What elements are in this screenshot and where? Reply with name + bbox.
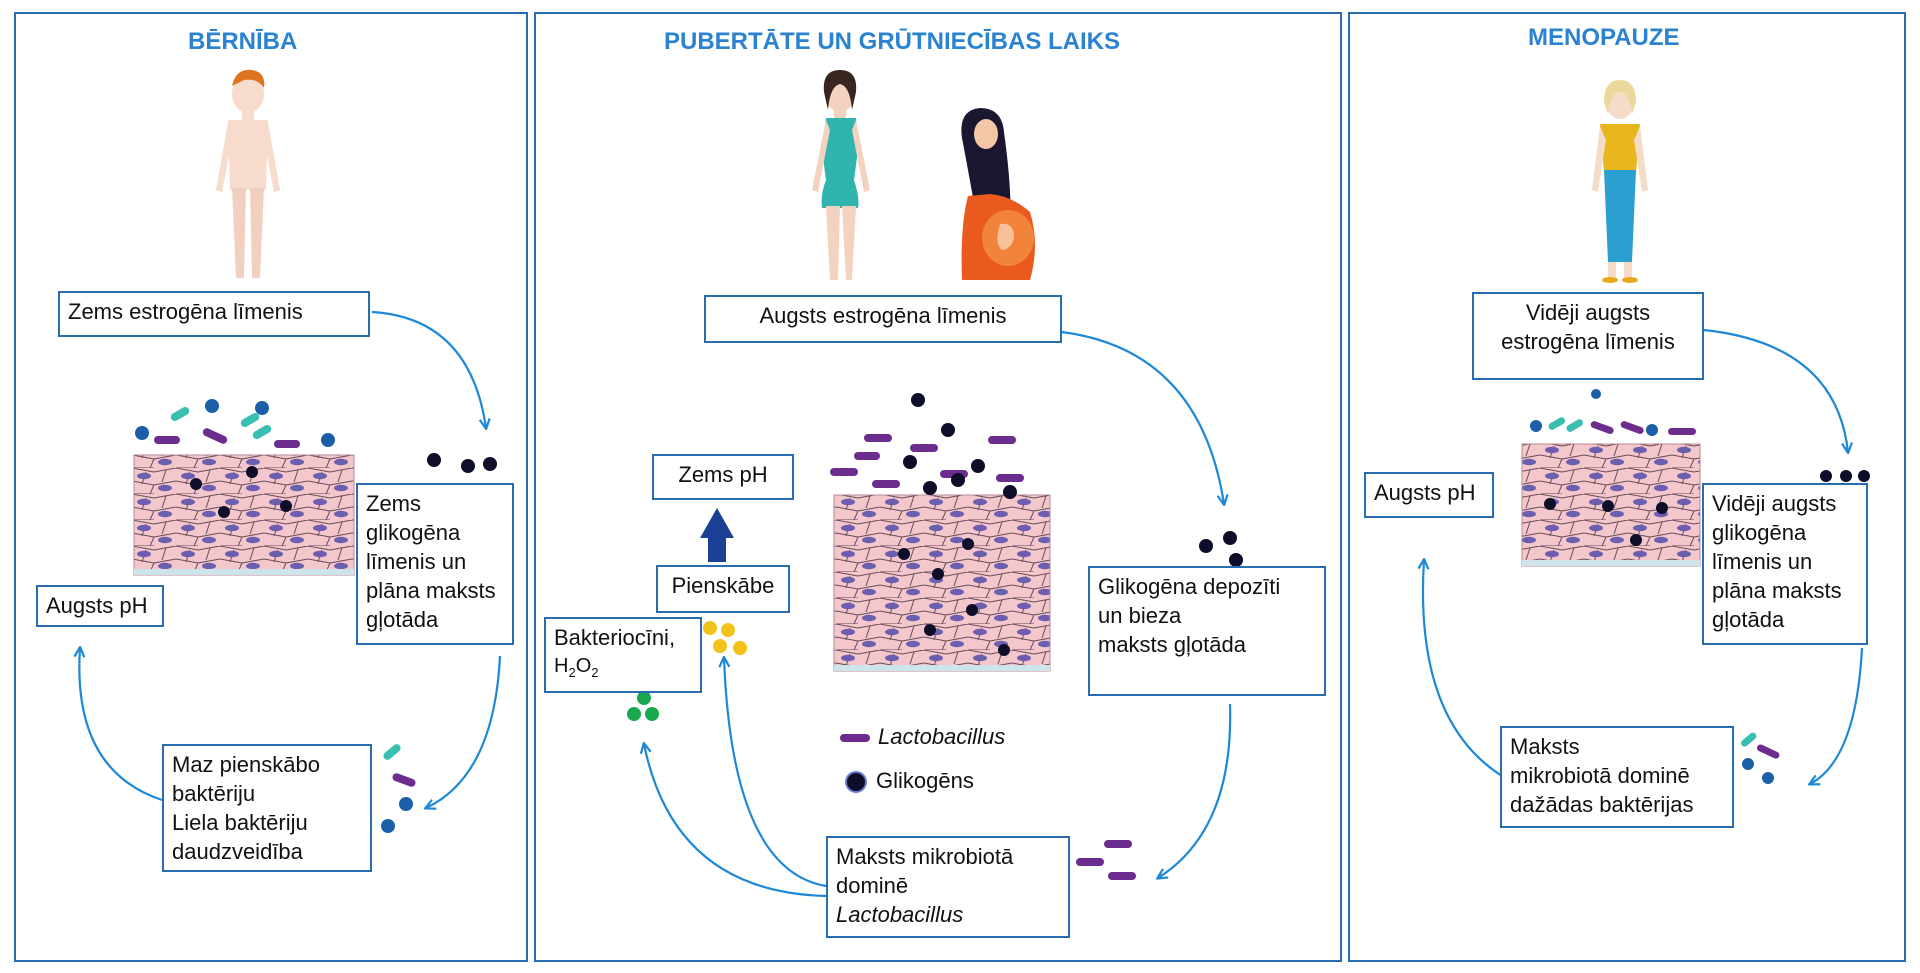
tissue-menopause [1521, 443, 1701, 567]
box-medium-glycogen: Vidēji augsts glikogēna līmenis un plāna… [1702, 483, 1868, 645]
box-low-lactic-bacteria: Maz pienskābo baktēriju Liela baktēriju … [162, 744, 372, 872]
child-figure [216, 69, 280, 278]
bacteria-near-box-childhood [381, 744, 416, 833]
box-bacteriocins: Bakteriocīni, H2O2 [544, 617, 702, 693]
box-lactic-acid: Pienskābe [656, 565, 790, 613]
tissue-childhood [133, 454, 355, 576]
bacteria-near-box-menopause [1740, 732, 1780, 784]
panel-title-puberty: PUBERTĀTE UN GRŪTNIECĪBAS LAIKS [664, 28, 1121, 55]
tissue-puberty [833, 494, 1051, 672]
box-low-glycogen: Zems glikogēna līmenis un plāna maksts g… [356, 483, 514, 645]
panel-title-menopause: MENOPAUZE [1528, 24, 1680, 51]
box-medium-estrogen: Vidēji augsts estrogēna līmenis [1472, 292, 1704, 380]
glycogen-dots-childhood [427, 453, 497, 473]
micro-line-2: dominē [836, 873, 909, 898]
lacto-near-box-puberty [1076, 840, 1136, 880]
bacteriocin-dots [627, 621, 747, 721]
arrows-childhood [79, 310, 502, 808]
legend-glycogen-mark [845, 771, 867, 793]
bacteriocins-label: Bakteriocīni, [554, 625, 676, 650]
box-high-ph-childhood: Augsts pH [36, 585, 164, 627]
woman-figure [812, 70, 870, 280]
box-low-ph: Zems pH [652, 454, 794, 500]
micro-line-3: Lactobacillus [836, 902, 964, 927]
arrows-puberty [644, 330, 1232, 898]
box-high-estrogen: Augsts estrogēna līmenis [704, 295, 1062, 343]
menopause-woman-figure [1592, 80, 1648, 283]
up-arrow-lactic-to-ph [700, 508, 734, 562]
arrows-menopause [1423, 328, 1864, 784]
panel-title-childhood: BĒRNĪBA [188, 28, 298, 55]
glycogen-dots-puberty [1199, 531, 1243, 567]
bacteria-above-childhood [135, 399, 335, 448]
pregnant-figure [961, 108, 1035, 280]
legend-lactobacillus-label: Lactobacillus [878, 724, 1006, 749]
bacteria-above-menopause [1530, 389, 1696, 436]
box-glycogen-deposits: Glikogēna depozīti un bieza maksts gļotā… [1088, 566, 1326, 696]
box-microbiota-lactobacillus: Maksts mikrobiotā dominē Lactobacillus [826, 836, 1070, 938]
legend-glycogen-label: Glikogēns [876, 768, 974, 793]
h2o2-label: H2O2 [554, 655, 599, 680]
legend-lactobacillus-mark [840, 734, 870, 742]
box-diverse-bacteria: Maksts mikrobiotā dominē dažādas baktēri… [1500, 726, 1734, 828]
glycogen-dots-menopause [1820, 470, 1870, 482]
box-high-ph-menopause: Augsts pH [1364, 472, 1494, 518]
box-low-estrogen: Zems estrogēna līmenis [58, 291, 370, 337]
bacteria-above-puberty [830, 393, 1024, 499]
micro-line-1: Maksts mikrobiotā [836, 844, 1014, 869]
